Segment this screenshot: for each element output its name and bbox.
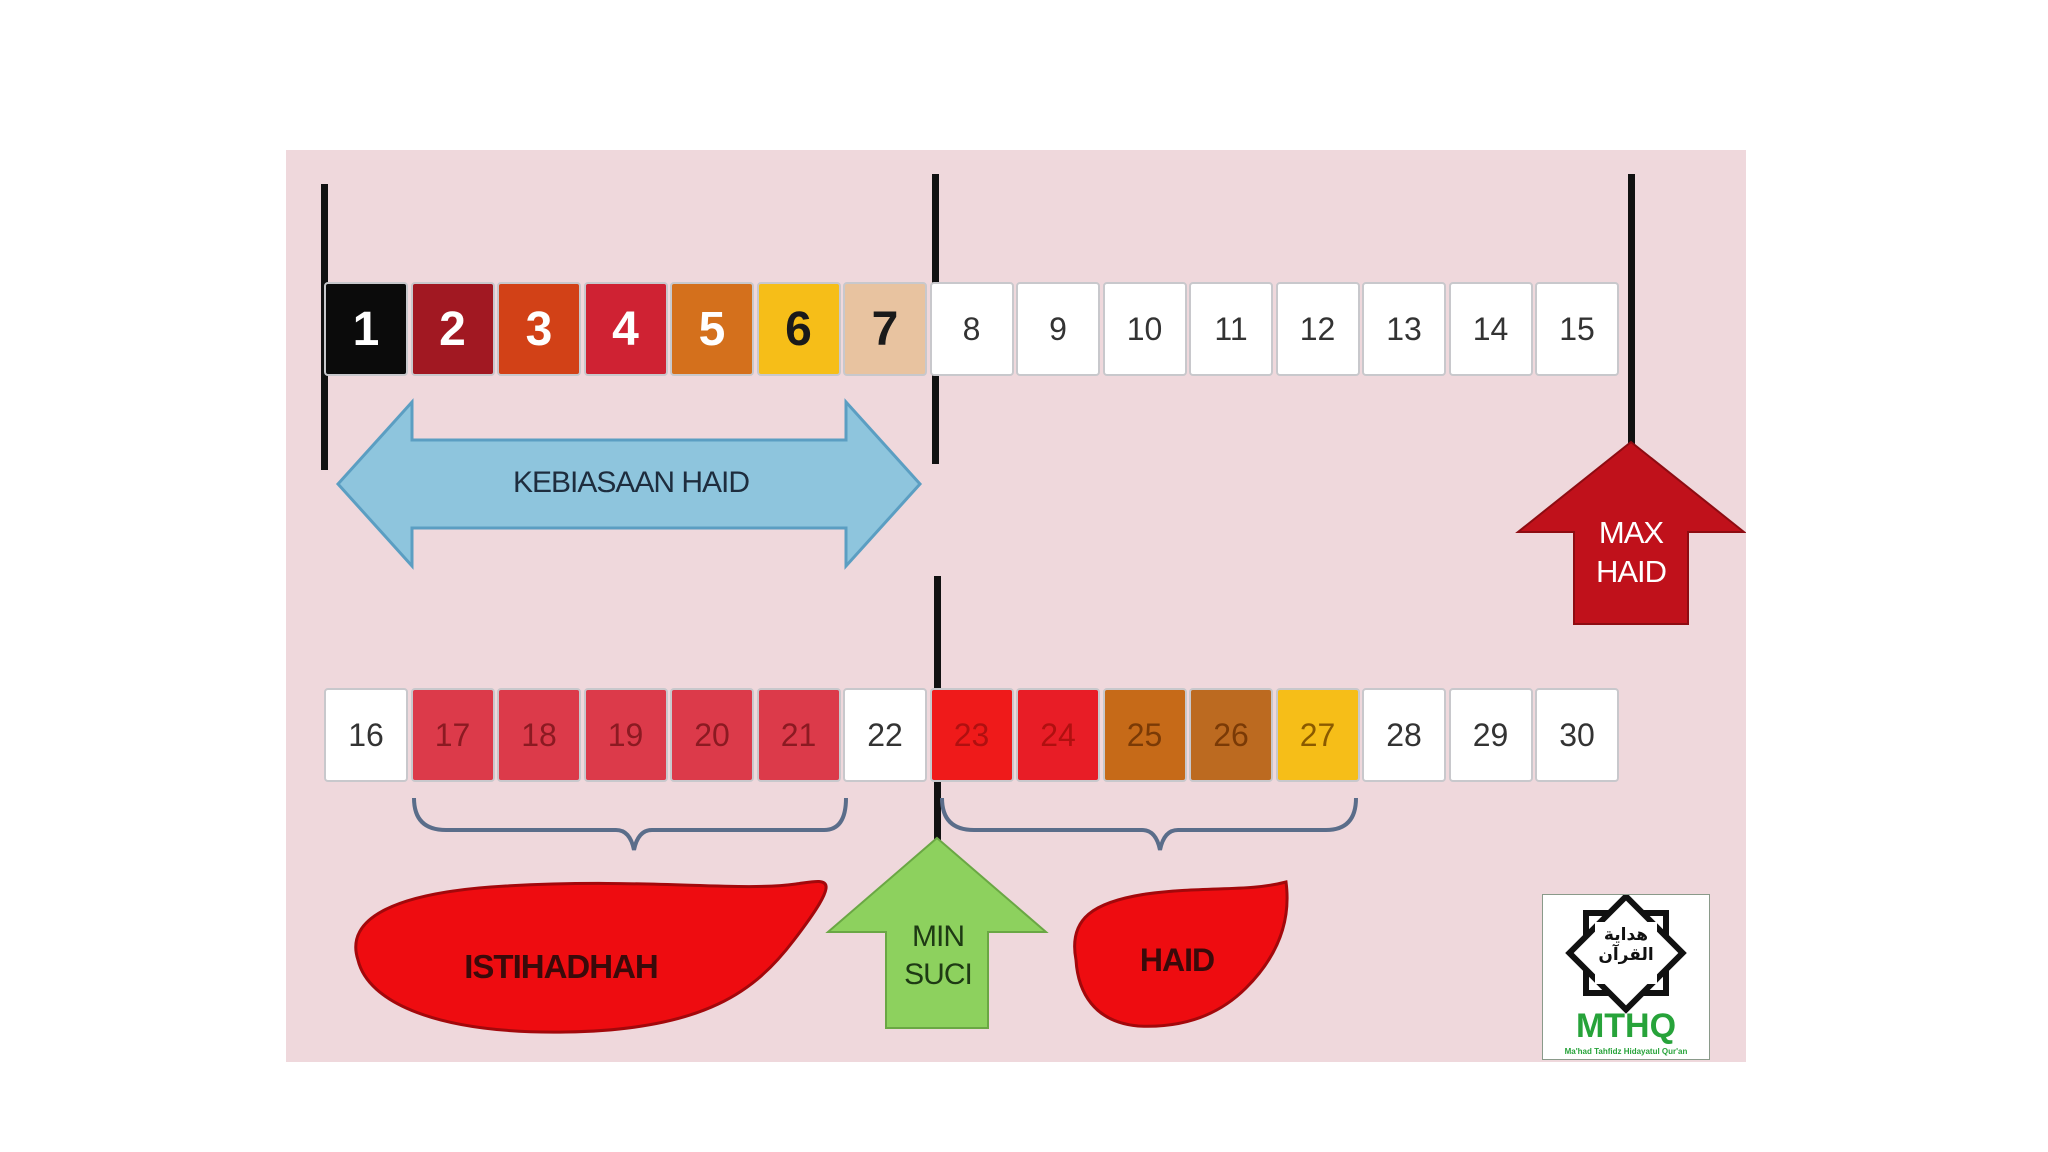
- day-number: 23: [953, 716, 990, 753]
- day-cell-29: 29: [1448, 688, 1533, 782]
- day-cell-4: 4: [583, 282, 668, 376]
- day-number: 19: [607, 716, 644, 753]
- day-number: 22: [867, 716, 903, 753]
- day-cell-26: 26: [1189, 688, 1273, 782]
- day-number: 20: [694, 716, 730, 753]
- day-cell-28: 28: [1362, 688, 1446, 782]
- day-cell-21: 21: [756, 688, 841, 782]
- day-cell-15: 15: [1535, 282, 1619, 376]
- day-cell-16: 16: [324, 688, 408, 782]
- day-cell-12: 12: [1275, 282, 1360, 376]
- mthq-logo: هداية القرآن MTHQ Ma'had Tahfidz Hidayat…: [1542, 894, 1710, 1060]
- day-cell-1: 1: [324, 282, 408, 376]
- day-number: 13: [1386, 310, 1422, 347]
- day-cell-24: 24: [1016, 688, 1100, 782]
- istihadhah-brace: [412, 797, 848, 851]
- day-cell-20: 20: [670, 688, 754, 782]
- haid-blob: [1073, 880, 1289, 1028]
- day-number: 11: [1214, 310, 1248, 347]
- day-cell-6: 6: [756, 282, 841, 376]
- day-cell-7: 7: [843, 282, 927, 376]
- day-cell-27: 27: [1275, 688, 1360, 782]
- day-cell-9: 9: [1016, 282, 1100, 376]
- day-number: 26: [1213, 716, 1249, 753]
- day-number: 17: [434, 716, 471, 753]
- day-number: 7: [871, 302, 899, 356]
- haid-label: HAID: [1139, 942, 1215, 978]
- logo-subtitle: Ma'had Tahfidz Hidayatul Qur'an: [1564, 1047, 1688, 1056]
- max-haid-arrow: [1515, 440, 1746, 625]
- day-cell-8: 8: [929, 282, 1014, 376]
- kebiasaan-haid-label: KEBIASAAN HAID: [512, 466, 750, 499]
- day-cell-22: 22: [843, 688, 927, 782]
- day-cell-18: 18: [497, 688, 581, 782]
- day-cell-10: 10: [1102, 282, 1187, 376]
- day-cell-2: 2: [410, 282, 495, 376]
- haid-brace: [940, 797, 1358, 851]
- day-number: 21: [780, 716, 817, 753]
- day-number: 16: [348, 716, 384, 753]
- day-number: 6: [785, 302, 812, 356]
- logo-arabic-text: هداية القرآن: [1543, 925, 1709, 966]
- day-number: 24: [1040, 716, 1076, 753]
- day-cell-5: 5: [670, 282, 754, 376]
- day-cell-11: 11: [1189, 282, 1273, 376]
- day-number: 3: [525, 302, 553, 356]
- day-number: 29: [1472, 716, 1509, 753]
- day-cell-25: 25: [1102, 688, 1187, 782]
- day-cell-13: 13: [1362, 282, 1446, 376]
- day-number: 30: [1559, 716, 1595, 753]
- day-number: 25: [1126, 716, 1163, 753]
- day-number: 28: [1386, 716, 1422, 753]
- day-number: 4: [612, 302, 639, 356]
- day-cell-14: 14: [1448, 282, 1533, 376]
- logo-title: MTHQ: [1575, 1007, 1677, 1045]
- logo-emblem-icon: [1565, 895, 1687, 1014]
- day-number: 27: [1299, 716, 1336, 753]
- day-number: 9: [1049, 310, 1067, 347]
- day-cell-19: 19: [583, 688, 668, 782]
- day-number: 5: [698, 302, 726, 356]
- day-number: 14: [1472, 310, 1509, 347]
- day-number: 8: [962, 310, 981, 347]
- diagram-shapes: [321, 174, 1746, 1034]
- day-number: 15: [1559, 310, 1595, 347]
- logo-arabic-line-1: هداية: [1603, 925, 1649, 945]
- day-cell-3: 3: [497, 282, 581, 376]
- day-number: 1: [352, 302, 380, 356]
- logo-arabic-line-2: القرآن: [1598, 945, 1654, 966]
- day-number: 10: [1126, 310, 1163, 347]
- istihadhah-label: ISTIHADHAH: [464, 948, 659, 985]
- day-cell-30: 30: [1535, 688, 1619, 782]
- istihadhah-blob: [354, 880, 828, 1034]
- day-number: 12: [1299, 310, 1336, 347]
- day-number: 18: [521, 716, 557, 753]
- min-suci-arrow: [825, 836, 1049, 1029]
- day-cell-23: 23: [929, 688, 1014, 782]
- day-cell-17: 17: [410, 688, 495, 782]
- kebiasaan-double-arrow: [335, 398, 923, 570]
- day-15-marker-line: [1628, 174, 1635, 444]
- day-number: 2: [439, 302, 466, 356]
